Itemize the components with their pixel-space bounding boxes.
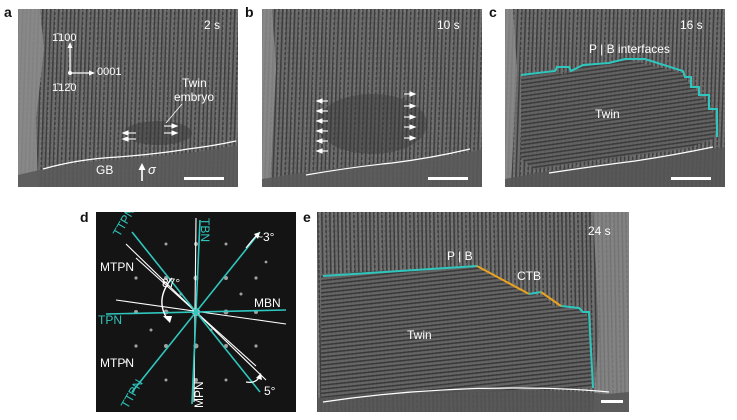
panel-a-micrograph: 2 s 1̄100 0001 1̄12̄0 Twin embryo GB σ — [18, 9, 238, 187]
mtpn-bottom-label: MTPN — [100, 356, 134, 370]
scale-bar-e — [601, 400, 623, 403]
twin-embryo-line2: embryo — [174, 90, 215, 104]
axis-label-0001: 0001 — [97, 66, 122, 78]
ctb-label: CTB — [517, 269, 541, 283]
panel-label-c: c — [489, 4, 497, 20]
pb-interfaces-label: P | B interfaces — [589, 42, 670, 56]
panel-c-micrograph: 16 s P | B interfaces Twin — [505, 9, 725, 187]
gb-label: GB — [96, 163, 114, 177]
panel-b-micrograph: 10 s — [262, 9, 482, 187]
tpn-label: TPN — [98, 313, 122, 327]
scale-bar-a — [184, 177, 224, 180]
twin-embryo-label: Twin embryo — [174, 76, 214, 104]
panel-d-diffractogram: TTPN TBN ~3° MTPN 87° MBN TPN MTPN TTPN … — [96, 212, 296, 412]
time-label-c: 16 s — [680, 18, 703, 32]
mbn-label: MBN — [254, 296, 281, 310]
angle-87-label: 87° — [162, 276, 181, 290]
tbn-label: TBN — [198, 218, 212, 242]
mpn-label: MPN — [192, 381, 206, 408]
twin-label-c: Twin — [595, 107, 620, 121]
axis-label-1100: 1̄100 — [52, 32, 77, 44]
mtpn-top-label: MTPN — [100, 260, 134, 274]
twin-label-e: Twin — [407, 328, 432, 342]
time-label-b: 10 s — [437, 18, 460, 32]
panel-label-e: e — [303, 209, 311, 225]
axis-label-1120: 1̄12̄0 — [52, 82, 77, 94]
time-label-a: 2 s — [204, 18, 221, 32]
panel-label-b: b — [245, 4, 254, 20]
pb-label-e: P | B — [447, 249, 473, 263]
twin-embryo-line1: Twin — [182, 76, 207, 90]
panel-label-d: d — [80, 209, 89, 225]
stress-symbol: σ — [148, 162, 156, 177]
panel-e-micrograph: 24 s P | B CTB Twin — [317, 212, 629, 412]
panel-label-a: a — [4, 4, 12, 20]
scale-bar-c — [671, 177, 711, 180]
angle-3-label: ~3° — [256, 230, 275, 244]
scale-bar-b — [428, 177, 468, 180]
time-label-e: 24 s — [588, 224, 611, 238]
angle-5-label: 5° — [264, 384, 276, 398]
